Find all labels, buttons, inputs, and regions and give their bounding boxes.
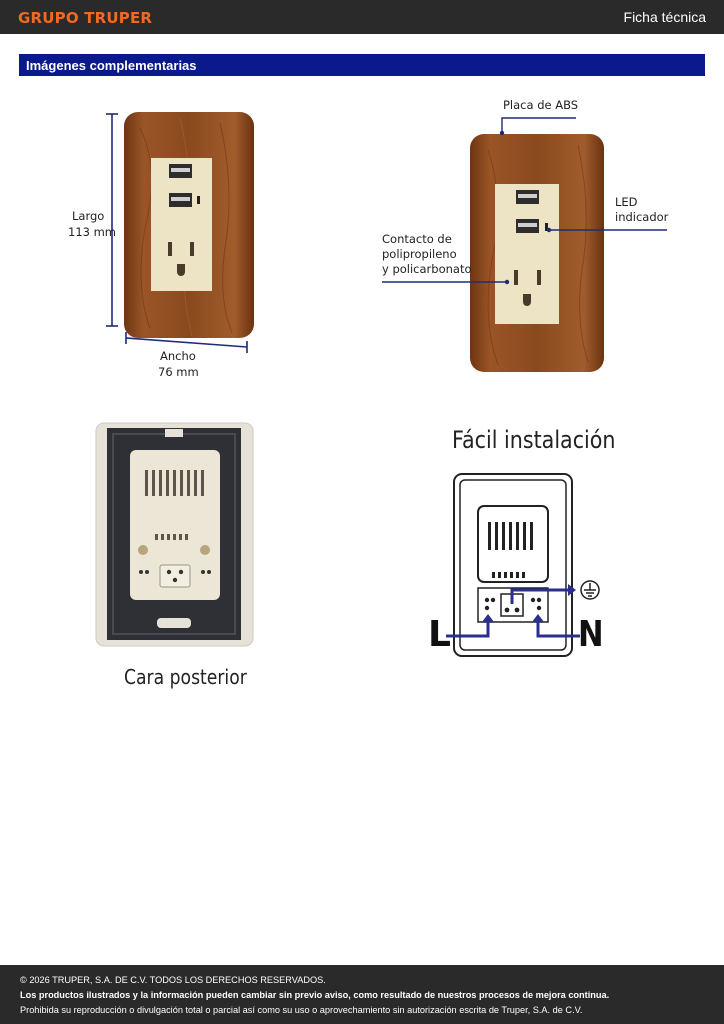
installation-diagram [446,473,600,657]
ancho-label: Ancho [160,349,196,363]
footer-notice: Los productos ilustrados y la informació… [20,990,610,1000]
callout-placa-line [499,117,576,136]
header-bar: GRUPO TRUPER Ficha técnica [0,0,724,34]
outlet-callout-image [470,134,604,372]
back-caption: Cara posterior [124,665,247,689]
callout-led-line [546,227,667,233]
callout-contacto-line1: Contacto de [382,232,452,246]
largo-label: Largo [72,209,105,223]
install-caption: Fácil instalación [452,426,616,454]
callout-led-line1: LED [615,195,638,209]
brand-logo: GRUPO TRUPER [18,9,153,27]
footer-copyright: © 2026 TRUPER, S.A. DE C.V. TODOS LOS DE… [20,975,326,985]
section-header: Imágenes complementarias [19,54,705,76]
callout-led-line2: indicador [615,210,669,224]
height-dimension-line [106,113,118,327]
width-dimension-line [125,332,248,353]
section-title: Imágenes complementarias [26,58,197,73]
line-terminal-label: L [428,614,451,655]
footer: © 2026 TRUPER, S.A. DE C.V. TODOS LOS DE… [0,965,724,1024]
ancho-value: 76 mm [158,365,199,379]
footer-prohibition: Prohibida su reproducción o divulgación … [20,1005,583,1015]
callout-placa: Placa de ABS [503,98,579,112]
callout-contacto-line2: polipropileno [382,247,457,261]
outlet-back-image [95,422,254,647]
callout-contacto-line [382,279,510,285]
document-type: Ficha técnica [623,9,706,25]
largo-value: 113 mm [68,225,117,239]
neutral-terminal-label: N [578,614,604,655]
callout-contacto-line3: y policarbonato [382,262,472,276]
outlet-front-image [124,112,254,338]
